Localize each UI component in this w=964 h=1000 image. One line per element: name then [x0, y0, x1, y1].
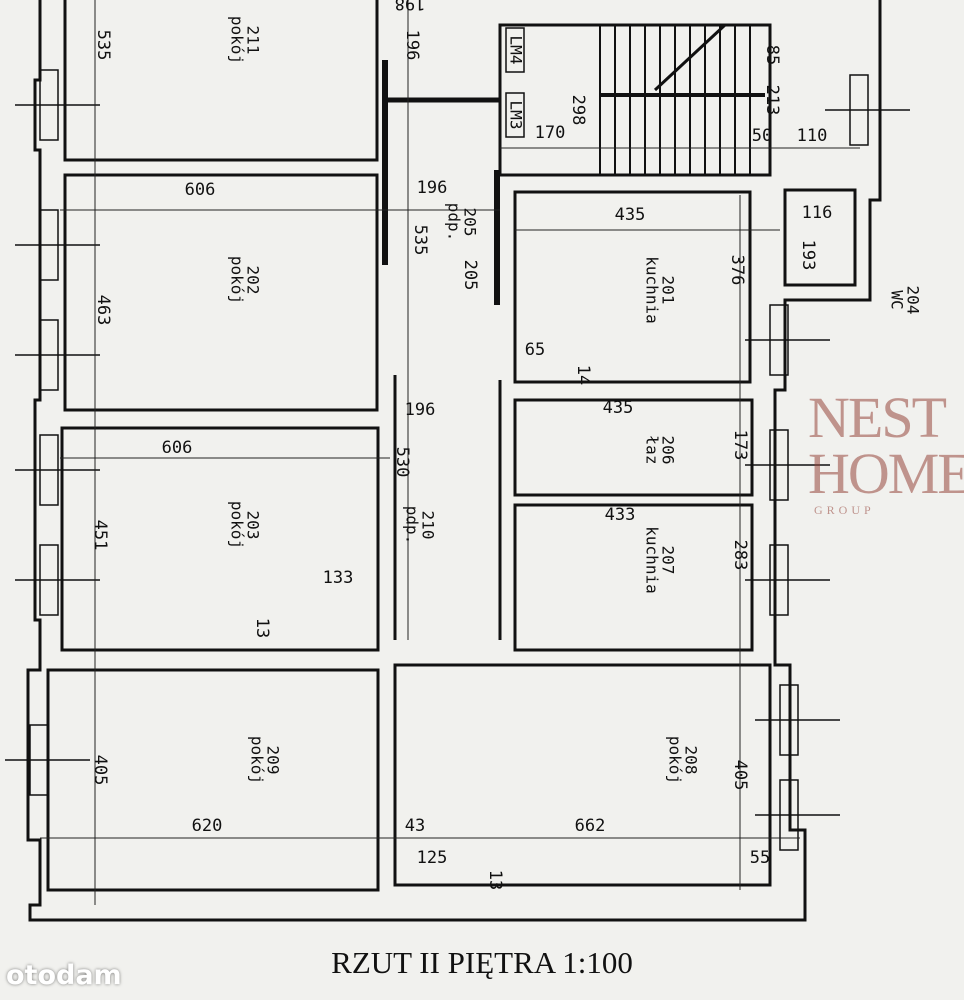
stair-handrail: [653, 23, 727, 92]
room-201-outline: [513, 190, 752, 384]
room-202-outline: [63, 173, 379, 412]
dimension-label: 433: [605, 505, 636, 525]
dimension-label: 196: [405, 400, 436, 420]
room-name: pokój: [228, 16, 247, 64]
room-number: 209: [264, 746, 283, 775]
dimension-label: 55: [750, 848, 770, 868]
room-name: łaz: [643, 436, 662, 465]
room-204-outline: [783, 188, 857, 287]
otodam-logo: otodam: [6, 960, 122, 991]
dimension-label: 298: [568, 95, 588, 126]
dimension-label: 405: [730, 760, 750, 791]
watermark-line3: GROUP: [814, 503, 875, 517]
label-box: [505, 92, 525, 138]
plan-title: RZUT II PIĘTRA 1:100: [331, 945, 633, 980]
dimension-label: 376: [727, 255, 747, 286]
label-box: [505, 27, 525, 73]
dimension-label: 13: [252, 618, 272, 638]
dimension-label: 43: [405, 816, 425, 836]
room-name: pokój: [228, 256, 247, 304]
dimension-label: 463: [93, 295, 113, 326]
dimension-label: 620: [192, 816, 223, 836]
room-number: 204: [904, 286, 923, 315]
room-name: kuchnia: [643, 526, 662, 593]
room-name: pokój: [666, 736, 685, 784]
dimension-label: 125: [417, 848, 448, 868]
room-name: pdp.: [403, 506, 422, 545]
dimension-label: 50: [752, 126, 772, 146]
dimension-label: 85: [762, 45, 782, 65]
dimension-label: 14: [573, 365, 593, 385]
room-name: WC: [888, 290, 907, 309]
room-name: pokój: [248, 736, 267, 784]
dimension-label: 196: [402, 30, 422, 61]
dimension-label: 405: [90, 755, 110, 786]
stairs: [599, 23, 765, 175]
staircase-label: LM4: [507, 36, 526, 65]
dimension-label: 213: [762, 85, 782, 116]
windows: [5, 69, 910, 851]
dimension-lines: [40, 0, 860, 905]
room-number: 206: [659, 436, 678, 465]
room-number: 203: [244, 511, 263, 540]
room-208-outline: [393, 663, 772, 887]
dimension-label: 196: [417, 178, 448, 198]
dimension-label: 606: [185, 180, 216, 200]
room-name: pdp.: [445, 203, 464, 242]
room-number: 208: [682, 746, 701, 775]
dimension-label: 530: [392, 447, 412, 478]
staircase-outline: [498, 23, 772, 177]
dimension-label: 283: [730, 540, 750, 571]
room-211-outline: [63, 0, 379, 162]
dimension-label: 133: [323, 568, 354, 588]
dimension-label: 116: [802, 203, 833, 223]
room-name: kuchnia: [643, 256, 662, 323]
dimension-label: 535: [93, 30, 113, 61]
room-207-outline: [513, 503, 754, 652]
room-number: 207: [659, 546, 678, 575]
dimension-label: 205: [460, 260, 480, 291]
watermark-line2: HOME: [808, 441, 964, 506]
walls: [26, 0, 882, 922]
watermark-line1: NEST: [808, 385, 947, 450]
dimension-label: 170: [535, 123, 566, 143]
watermark: NEST HOME GROUP: [808, 385, 964, 518]
room-number: 211: [244, 26, 263, 55]
dimension-label: 193: [798, 240, 818, 271]
room-206-outline: [513, 398, 754, 497]
room-name: pokój: [228, 501, 247, 549]
dimension-label: 173: [730, 430, 750, 461]
dimension-label: 535: [410, 225, 430, 256]
room-203-outline: [60, 426, 380, 652]
dimension-label: 662: [575, 816, 606, 836]
room-number: 201: [659, 276, 678, 305]
dimension-label: 198: [395, 0, 426, 13]
room-number: 205: [461, 208, 480, 237]
dimension-label: 451: [90, 520, 110, 551]
dimension-label: 65: [525, 340, 545, 360]
dimension-label: 606: [162, 438, 193, 458]
dimension-label: 435: [603, 398, 634, 418]
dimension-label: 13: [485, 870, 505, 890]
dimension-label: 110: [797, 126, 828, 146]
room-number: 210: [419, 511, 438, 540]
dimension-label: 435: [615, 205, 646, 225]
room-number: 202: [244, 266, 263, 295]
staircase-label: LM3: [507, 101, 526, 130]
